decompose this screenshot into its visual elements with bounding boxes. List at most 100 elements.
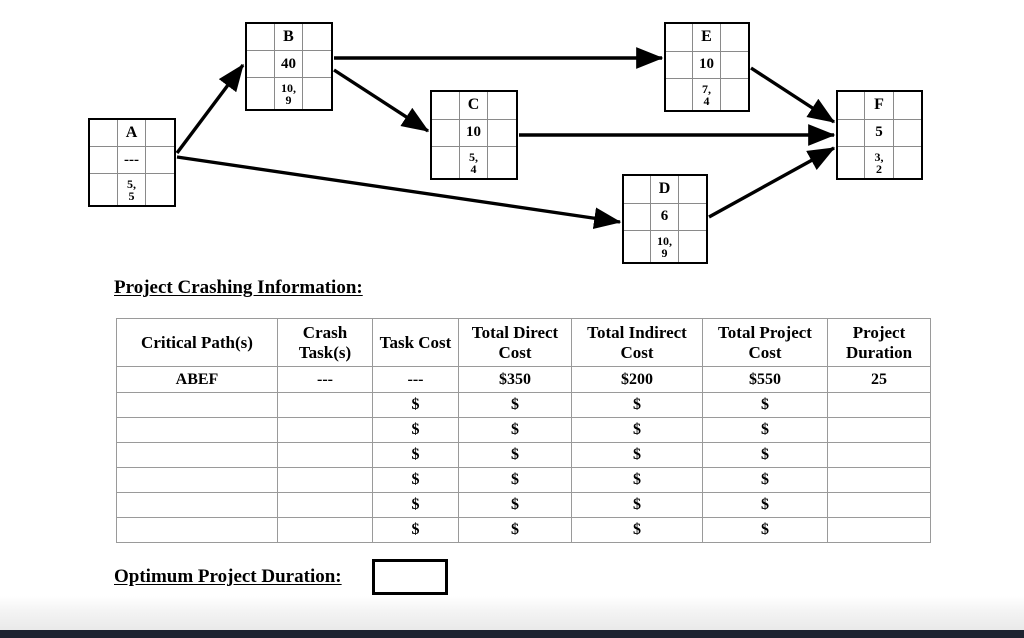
- cell-project-duration[interactable]: [827, 467, 931, 493]
- cell-total-indirect-cost[interactable]: $: [571, 467, 703, 493]
- cell-task-cost[interactable]: ---: [372, 366, 459, 393]
- project-crashing-heading: Project Crashing Information:: [114, 277, 363, 298]
- node-e-cell-bl: [666, 79, 693, 110]
- table-row[interactable]: ABEF --- --- $350 $200 $550 25: [116, 366, 931, 393]
- node-e-cell-br: [721, 79, 748, 110]
- table-row[interactable]: $ $ $ $: [116, 442, 931, 468]
- node-c-cell-tr: [488, 92, 516, 120]
- node-e-costs: 7, 4: [693, 79, 722, 110]
- cell-total-direct-cost[interactable]: $: [458, 442, 572, 468]
- cell-total-direct-cost[interactable]: $: [458, 467, 572, 493]
- node-f-cell-br: [894, 147, 921, 178]
- cell-total-direct-cost[interactable]: $: [458, 492, 572, 518]
- node-b-costs: 10, 9: [275, 78, 304, 109]
- cell-task-cost[interactable]: $: [372, 467, 459, 493]
- cell-task-cost[interactable]: $: [372, 392, 459, 418]
- network-node-a[interactable]: A --- 5, 5: [88, 118, 176, 207]
- network-node-e[interactable]: E 10 7, 4: [664, 22, 750, 112]
- cell-total-direct-cost[interactable]: $: [458, 392, 572, 418]
- cell-crash-task[interactable]: ---: [277, 366, 373, 393]
- node-f-cell-tr: [893, 92, 921, 120]
- node-b-duration: 40: [274, 51, 304, 79]
- project-crashing-table: Critical Path(s) Crash Task(s) Task Cost…: [116, 318, 931, 543]
- cell-total-project-cost[interactable]: $: [702, 442, 828, 468]
- cell-critical-path[interactable]: [116, 492, 278, 518]
- node-f-duration: 5: [865, 119, 894, 148]
- node-c-cell-bl: [432, 147, 460, 178]
- cell-total-indirect-cost[interactable]: $: [571, 392, 703, 418]
- cell-critical-path[interactable]: [116, 517, 278, 543]
- node-a-cell-tl: [90, 120, 118, 148]
- network-node-f[interactable]: F 5 3, 2: [836, 90, 923, 180]
- network-edges: [175, 47, 836, 230]
- cell-task-cost[interactable]: $: [372, 492, 459, 518]
- cell-critical-path[interactable]: [116, 417, 278, 443]
- cell-total-project-cost[interactable]: $: [702, 467, 828, 493]
- cell-total-indirect-cost[interactable]: $: [571, 517, 703, 543]
- cell-project-duration[interactable]: [827, 517, 931, 543]
- cell-critical-path[interactable]: [116, 442, 278, 468]
- cell-task-cost[interactable]: $: [372, 517, 459, 543]
- cell-critical-path[interactable]: ABEF: [116, 366, 278, 393]
- optimum-project-duration-box[interactable]: [372, 559, 448, 595]
- cell-crash-task[interactable]: [277, 492, 373, 518]
- cell-project-duration[interactable]: [827, 492, 931, 518]
- node-d-cell-ml: [624, 203, 651, 232]
- table-row[interactable]: $ $ $ $: [116, 492, 931, 518]
- cell-total-indirect-cost[interactable]: $200: [571, 366, 703, 393]
- network-node-c[interactable]: C 10 5, 4: [430, 90, 518, 180]
- window-bottom-bar: [0, 630, 1024, 638]
- cell-task-cost[interactable]: $: [372, 442, 459, 468]
- optimum-project-duration-label: Optimum Project Duration:: [114, 566, 342, 587]
- cell-total-direct-cost[interactable]: $: [458, 517, 572, 543]
- cell-crash-task[interactable]: [277, 392, 373, 418]
- cell-project-duration[interactable]: [827, 392, 931, 418]
- node-f-cell-tl: [838, 92, 866, 120]
- node-b-cell-tl: [247, 24, 275, 52]
- cell-total-indirect-cost[interactable]: $: [571, 492, 703, 518]
- node-f-cell-bl: [838, 147, 866, 178]
- node-b-cell-tr: [303, 24, 331, 52]
- column-header-total-indirect-cost: Total Indirect Cost: [571, 318, 703, 367]
- cell-total-project-cost[interactable]: $: [702, 492, 828, 518]
- node-c-cell-mr: [488, 120, 516, 148]
- cell-total-project-cost[interactable]: $550: [702, 366, 828, 393]
- cell-crash-task[interactable]: [277, 417, 373, 443]
- cell-crash-task[interactable]: [277, 517, 373, 543]
- network-node-d[interactable]: D 6 10, 9: [622, 174, 708, 264]
- table-row[interactable]: $ $ $ $: [116, 517, 931, 543]
- node-e-cell-ml: [666, 51, 693, 80]
- table-row[interactable]: $ $ $ $: [116, 392, 931, 418]
- edge-a-b: [175, 63, 245, 155]
- cell-crash-task[interactable]: [277, 442, 373, 468]
- cell-project-duration[interactable]: [827, 417, 931, 443]
- node-d-cell-bl: [624, 231, 651, 262]
- cell-total-direct-cost[interactable]: $350: [458, 366, 572, 393]
- node-a-label: A: [117, 120, 147, 148]
- table-row[interactable]: $ $ $ $: [116, 417, 931, 443]
- node-c-costs: 5, 4: [460, 147, 489, 178]
- network-node-b[interactable]: B 40 10, 9: [245, 22, 333, 111]
- cell-total-indirect-cost[interactable]: $: [571, 442, 703, 468]
- cell-total-indirect-cost[interactable]: $: [571, 417, 703, 443]
- node-d-cell-mr: [679, 204, 706, 232]
- node-b-cell-bl: [247, 78, 275, 109]
- cell-total-project-cost[interactable]: $: [702, 392, 828, 418]
- cell-critical-path[interactable]: [116, 467, 278, 493]
- cell-crash-task[interactable]: [277, 467, 373, 493]
- project-network-diagram: A --- 5, 5 B 40 10, 9 C 10: [0, 0, 1024, 280]
- node-e-cell-tl: [666, 24, 693, 52]
- cell-project-duration[interactable]: [827, 442, 931, 468]
- cell-critical-path[interactable]: [116, 392, 278, 418]
- cell-total-project-cost[interactable]: $: [702, 417, 828, 443]
- cell-project-duration[interactable]: 25: [827, 366, 931, 393]
- table-row[interactable]: $ $ $ $: [116, 467, 931, 493]
- cell-total-direct-cost[interactable]: $: [458, 417, 572, 443]
- cell-task-cost[interactable]: $: [372, 417, 459, 443]
- node-c-label: C: [459, 92, 489, 120]
- cell-total-project-cost[interactable]: $: [702, 517, 828, 543]
- node-e-duration: 10: [692, 51, 722, 80]
- edge-b-c: [333, 68, 430, 133]
- column-header-total-direct-cost: Total Direct Cost: [458, 318, 572, 367]
